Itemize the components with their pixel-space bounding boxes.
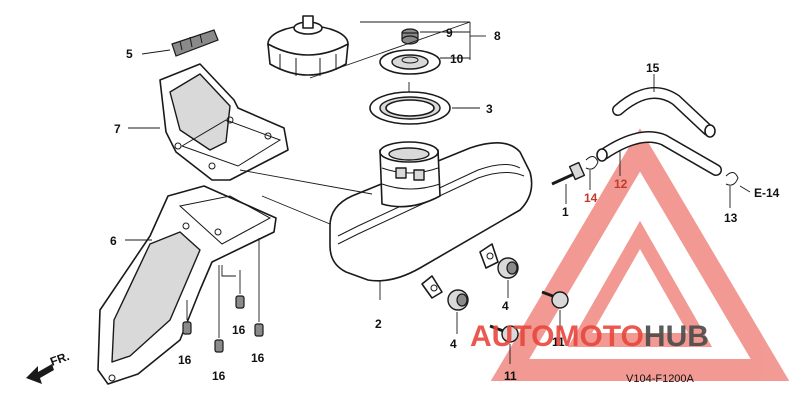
- part-6-lower-bracket: [97, 185, 277, 385]
- watermark-auto: AUTO: [470, 320, 554, 353]
- callout-13: 13: [724, 211, 738, 225]
- callout-16-b: 16: [212, 369, 226, 383]
- watermark-hub: HUB: [644, 320, 709, 353]
- part-2-fuel-tank: [329, 141, 533, 299]
- part-3-tank-gasket: [369, 91, 451, 125]
- callout-2: 2: [375, 317, 382, 331]
- callout-4-b: 4: [502, 299, 509, 313]
- cap-bracket-leaders: [309, 21, 486, 79]
- callout-16-a: 16: [178, 353, 192, 367]
- callout-6: 6: [110, 234, 117, 248]
- callout-10: 10: [450, 52, 464, 66]
- watermark-moto: MOTO: [554, 320, 643, 353]
- diagram-code: V104-F1200A: [626, 373, 695, 385]
- watermark-logo: AUTOMOTOHUB: [470, 320, 709, 353]
- front-direction-arrow-icon: [26, 364, 54, 384]
- part-11-bolts: [489, 290, 569, 343]
- callout-11-b: 11: [552, 335, 565, 349]
- svg-text:AUTOMOTOHUB: AUTOMOTOHUB: [470, 320, 709, 353]
- part-14-clip: [585, 156, 599, 170]
- callout-5: 5: [126, 47, 133, 61]
- part-16-bolts: [182, 295, 264, 353]
- watermark-triangle: [490, 128, 790, 381]
- part-13-clip: [725, 172, 739, 186]
- callout-3: 3: [486, 102, 493, 116]
- callout-8: 8: [494, 29, 501, 43]
- part-5-rubber-strip: [171, 29, 219, 57]
- callout-9: 9: [446, 26, 453, 40]
- bracket-leaders: [186, 238, 260, 338]
- part-10-cap-gasket: [379, 49, 441, 75]
- callout-12: 12: [614, 177, 628, 191]
- callout-16-c: 16: [232, 323, 246, 337]
- callout-16-d: 16: [251, 351, 265, 365]
- part-9-filter: [401, 28, 419, 45]
- part-12-hose: [596, 131, 722, 176]
- part-8-fuel-cap: [267, 15, 349, 76]
- part-1-bolt: [551, 161, 586, 186]
- callout-14: 14: [584, 191, 598, 205]
- callout-7: 7: [114, 122, 121, 136]
- front-direction-label: FR.: [48, 349, 71, 369]
- callout-1: 1: [562, 205, 569, 219]
- callout-4-a: 4: [450, 337, 457, 351]
- part-4-rubber-mounts: [447, 257, 519, 311]
- assembly-guide-lines: [239, 82, 410, 225]
- reference-e14: E-14: [754, 186, 780, 200]
- callout-15: 15: [646, 61, 660, 75]
- callout-11-a: 11: [504, 369, 517, 383]
- part-15-hose: [612, 87, 716, 138]
- part-7-tank-frame: [159, 63, 289, 181]
